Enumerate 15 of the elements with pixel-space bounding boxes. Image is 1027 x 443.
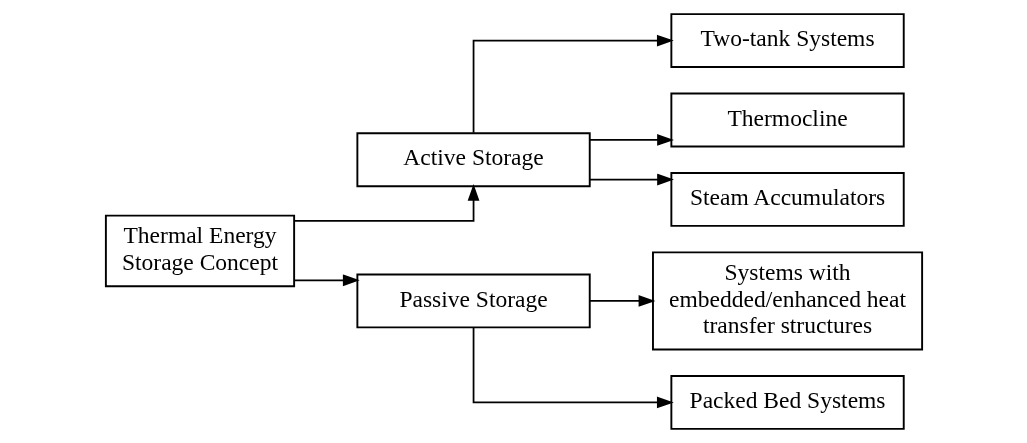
arrow [472, 326, 674, 409]
arrow [588, 173, 674, 186]
node-box: Two-tank Systems [669, 13, 905, 69]
node-box: Thermocline [669, 92, 905, 148]
node-box: Packed Bed Systems [669, 374, 905, 430]
arrow [588, 134, 674, 146]
arrow [292, 274, 360, 287]
node-box: Steam Accumulators [669, 172, 905, 227]
arrow [472, 34, 674, 134]
arrow [588, 295, 655, 307]
arrow [292, 184, 479, 222]
node-box: Systems with embedded/enhanced heat transfer structures [651, 251, 923, 351]
node-box: Active Storage [355, 132, 591, 188]
node-box: Passive Storage [355, 273, 591, 329]
node-box: Thermal Energy Storage Concept [104, 214, 295, 288]
